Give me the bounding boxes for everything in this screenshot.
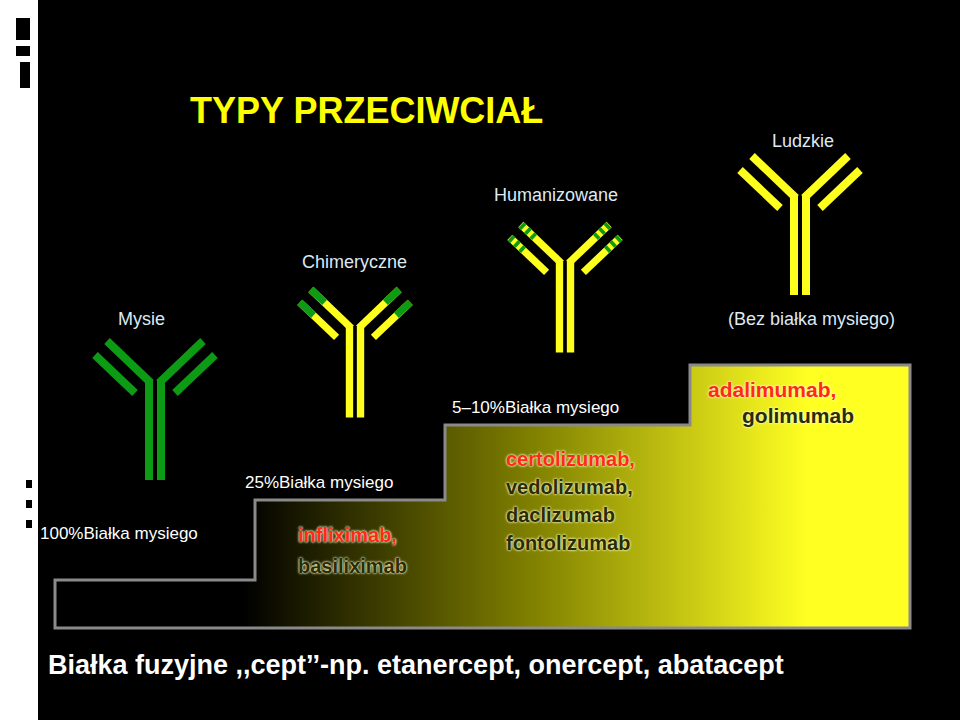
humanized-antibody xyxy=(510,225,620,353)
strip-block xyxy=(26,500,32,508)
note-label: (Bez białka mysiego) xyxy=(728,309,895,330)
drug-name: adalimumab, xyxy=(708,378,836,402)
strip-block xyxy=(26,520,32,528)
drug-name: vedolizumab, xyxy=(506,476,633,499)
drug-name: basiliximab xyxy=(298,555,407,578)
slide-title: TYPY PRZECIWCIAŁ xyxy=(190,90,543,131)
type-label: Chimeryczne xyxy=(302,252,407,273)
drug-name: infliximab, xyxy=(298,524,397,547)
strip-block xyxy=(26,480,32,488)
type-label: Humanizowane xyxy=(494,185,618,206)
drug-name: certolizumab, xyxy=(506,448,635,471)
chimeric-antibody xyxy=(300,290,410,418)
drug-name: fontolizumab xyxy=(506,532,630,555)
fusion-note: Białka fuzyjne ,,cept’’-np. etanercept, … xyxy=(48,650,784,681)
drug-name: golimumab xyxy=(742,404,854,428)
type-label: Ludzkie xyxy=(772,131,834,152)
strip-block xyxy=(16,18,30,40)
mouse-antibody xyxy=(95,341,215,480)
drug-name: daclizumab xyxy=(506,504,615,527)
percent-label: 100%Białka mysiego xyxy=(40,524,198,544)
strip-block xyxy=(20,62,30,88)
percent-label: 5–10%Białka mysiego xyxy=(452,398,619,418)
human-antibody xyxy=(740,156,860,295)
strip-block xyxy=(16,46,30,56)
staircase xyxy=(55,365,910,628)
percent-label: 25%Białka mysiego xyxy=(245,473,393,493)
type-label: Mysie xyxy=(118,309,165,330)
side-strip xyxy=(0,0,38,720)
